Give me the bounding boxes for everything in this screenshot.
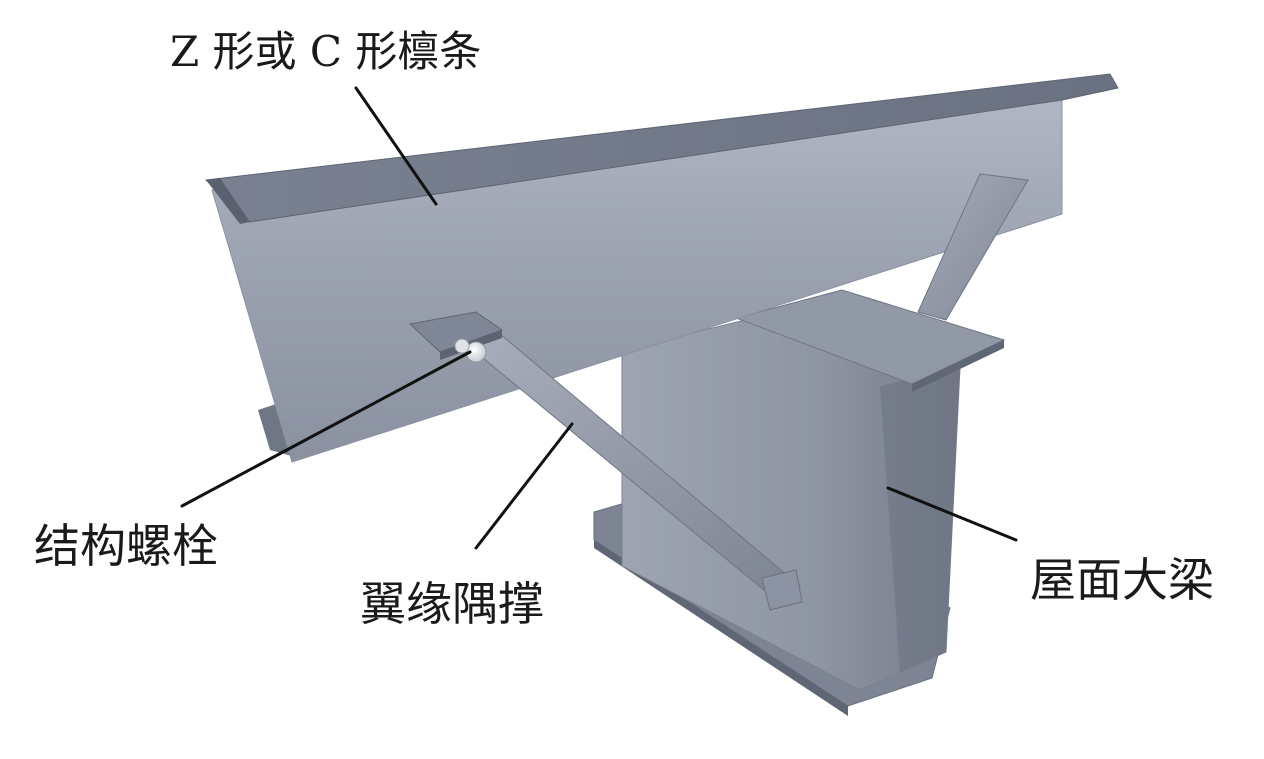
roof-beam-label: 屋面大梁 (1030, 553, 1214, 607)
roof-beam-web-shade (880, 368, 960, 672)
flange-brace-left-end (761, 569, 803, 611)
flange-brace-label: 翼缘隅撑 (360, 577, 544, 631)
bolt-label: 结构螺栓 (34, 519, 218, 573)
purlin-label: Z 形或 C 形檩条 (170, 27, 481, 76)
structural-bolt-nut (454, 338, 470, 354)
purlin-top-flange-lip (206, 178, 250, 224)
purlin-leader-line (354, 86, 438, 206)
flange-brace-right (917, 173, 1029, 321)
flange-brace-leader-line (474, 422, 574, 550)
bolt-leader-line (180, 350, 472, 508)
roof-beam-leader-line (886, 486, 1018, 542)
roof-beam-top-flange-edge (912, 340, 1004, 392)
